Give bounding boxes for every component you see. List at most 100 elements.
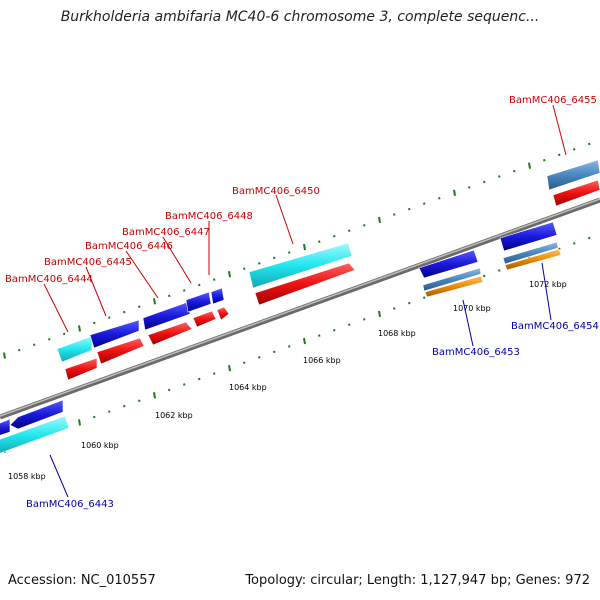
minor-tick [588,236,591,240]
gene-bar [422,267,482,292]
minor-tick [573,148,576,151]
minor-tick [213,278,216,281]
minor-tick [363,318,366,321]
minor-tick [288,251,291,254]
gene-bar [552,179,600,207]
gene-bar [418,249,479,279]
minor-tick [318,334,321,337]
scale-label-1064: 1064 kbp [229,383,267,392]
gene-labels: BamMC406_6444 BamMC406_6445 BamMC406_644… [5,95,599,510]
major-tick [228,271,231,278]
gene-bar [499,221,558,252]
minor-tick [63,332,66,336]
scale-label-1060: 1060 kbp [81,441,119,450]
gene-bar [502,241,559,265]
gene-bar [56,335,93,363]
minor-tick [573,242,576,245]
gene-bar [546,159,600,191]
scale-label-1070: 1070 kbp [453,304,491,313]
minor-tick [498,175,501,178]
minor-tick [273,256,276,260]
minor-tick [543,159,546,162]
minor-tick [48,338,51,341]
gene-label-6444: BamMC406_6444 [5,274,93,285]
major-tick [153,298,156,305]
major-tick [378,310,381,318]
gene-bar [254,262,356,306]
genes-forward-upper [0,159,600,436]
chromosome-backbone [0,197,600,420]
gene-bar [216,306,230,321]
scale-labels: 1058 kbp 1060 kbp 1062 kbp 1064 kbp 1066… [8,280,567,481]
minor-tick [18,348,21,352]
minor-tick [483,180,486,184]
scale-label-1058: 1058 kbp [8,472,46,481]
major-tick [303,337,306,345]
major-tick [453,189,456,196]
minor-tick [108,316,111,319]
major-tick [228,365,231,372]
gene-bar [147,321,193,346]
gene-label-6450: BamMC406_6450 [232,186,320,197]
gene-bar [0,418,11,436]
genes-reverse-red [64,179,600,381]
minor-tick [393,213,396,216]
minor-tick [558,153,561,157]
gene-bar [248,242,353,289]
minor-tick [108,410,111,413]
minor-tick [123,310,126,314]
minor-tick [168,388,171,392]
gene-bar [504,248,562,271]
scale-label-1072: 1072 kbp [529,280,567,289]
scale-label-1062: 1062 kbp [155,411,193,420]
minor-tick [333,328,336,332]
gene-bar [89,319,140,349]
minor-tick [273,350,276,354]
scale-label-1068: 1068 kbp [378,329,416,338]
genes-lower-cluster [0,221,562,454]
major-tick [153,392,156,399]
gene-bar [142,301,191,331]
accession-text: Accession: NC_010557 [8,573,156,588]
minor-tick [468,186,471,189]
minor-tick [318,240,321,243]
minor-tick [183,289,186,292]
minor-tick [198,283,201,287]
minor-tick [258,262,261,265]
map-title: Burkholderia ambifaria MC40-6 chromosome… [60,9,540,25]
minor-tick [408,301,411,305]
minor-tick [198,377,201,381]
gene-label-6453: BamMC406_6453 [432,347,520,358]
gene-bar [185,291,212,313]
major-tick [3,352,6,359]
major-tick [378,216,381,224]
gene-bar [96,337,145,365]
minor-tick [168,294,171,298]
gene-label-6443: BamMC406_6443 [26,499,114,510]
minor-tick [588,142,591,146]
major-tick [78,419,81,426]
upper-tick-track [3,142,591,359]
gene-label-6455: BamMC406_6455 [509,95,597,106]
gene-label-6446: BamMC406_6446 [85,241,173,252]
minor-tick [243,267,246,270]
gene-label-6447: BamMC406_6447 [122,227,210,238]
minor-tick [243,361,246,364]
minor-tick [288,345,291,348]
minor-tick [333,234,336,238]
topology-summary: Topology: circular; Length: 1,127,947 bp… [245,573,590,588]
minor-tick [93,415,96,419]
minor-tick [348,229,351,233]
minor-tick [423,296,426,299]
gene-bar [9,399,64,430]
minor-tick [423,202,426,205]
minor-tick [408,207,411,211]
gene-bar [64,357,98,381]
minor-tick [138,399,141,402]
minor-tick [393,307,396,310]
minor-tick [483,274,486,278]
gene-label-6448: BamMC406_6448 [165,211,253,222]
gene-label-6445: BamMC406_6445 [44,257,132,268]
gene-bar [0,415,70,454]
